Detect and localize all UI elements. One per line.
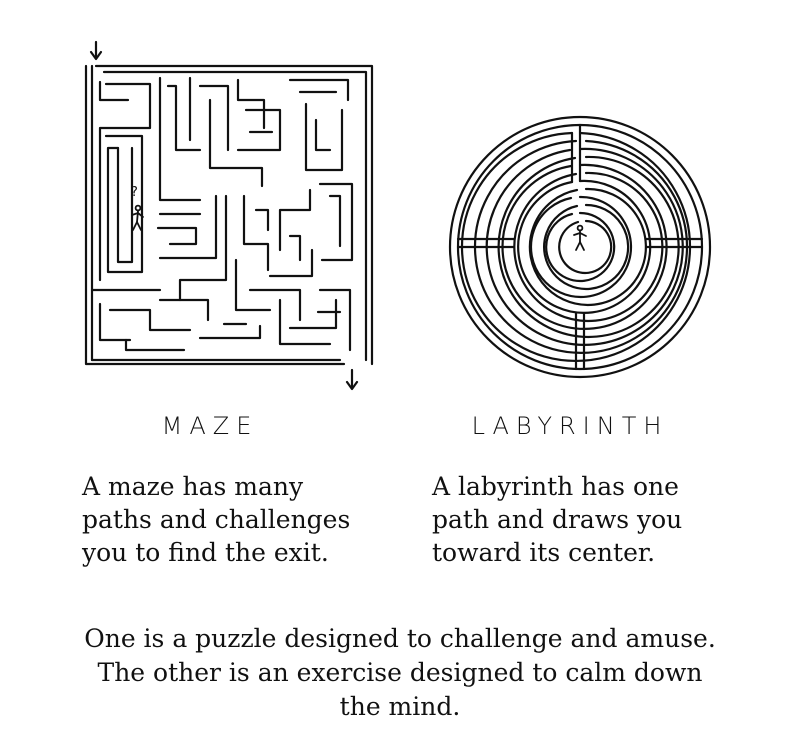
labyrinth-illustration	[448, 115, 712, 379]
maze-label: MAZE	[161, 412, 259, 440]
entrance-arrow-icon	[89, 40, 103, 61]
labyrinth-caption: A labyrinth has one path and draws you t…	[432, 470, 682, 569]
labyrinth-caption-line: A labyrinth has one	[432, 472, 679, 501]
labyrinth-caption-line: path and draws you	[432, 505, 683, 534]
conclusion-text: One is a puzzle designed to challenge an…	[0, 622, 800, 724]
conclusion-line: the mind.	[339, 692, 461, 721]
person-icon	[573, 224, 587, 251]
exit-arrow-icon	[345, 368, 359, 391]
maze-caption-line: you to find the exit.	[82, 538, 329, 567]
labyrinth-turns	[456, 123, 704, 371]
conclusion-line: One is a puzzle designed to challenge an…	[84, 624, 716, 653]
maze-caption: A maze has many paths and challenges you…	[82, 470, 350, 569]
labyrinth-caption-line: toward its center.	[432, 538, 656, 567]
conclusion-line: The other is an exercise designed to cal…	[97, 658, 703, 687]
question-mark: ?	[131, 185, 138, 200]
person-icon	[131, 204, 144, 231]
maze-caption-line: A maze has many	[82, 472, 304, 501]
maze-inner-walls	[90, 76, 354, 352]
maze-illustration: ?	[84, 40, 374, 391]
labyrinth-label: LABYRINTH	[471, 412, 669, 440]
maze-outer-wall	[84, 64, 374, 366]
maze-caption-line: paths and challenges	[82, 505, 351, 534]
